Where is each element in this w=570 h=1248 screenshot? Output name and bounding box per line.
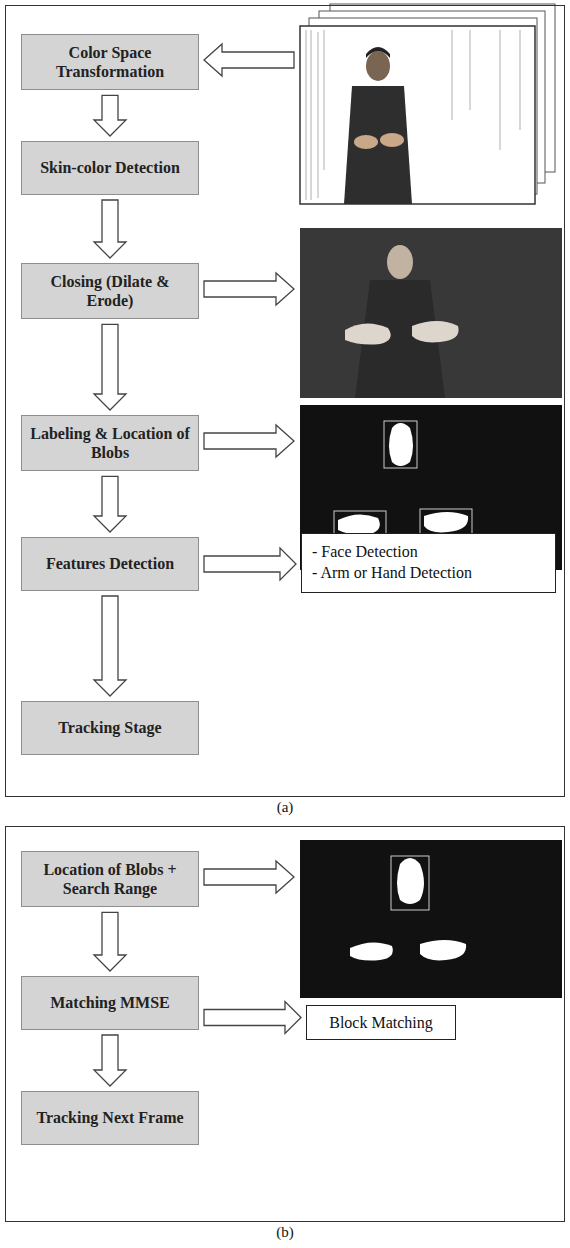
box-label: Color Space Transformation	[30, 43, 190, 81]
person-hand	[354, 135, 378, 149]
hand-blob	[338, 514, 380, 534]
panel-frame: (b)Location of Blobs + Search RangeMatch…	[5, 826, 565, 1222]
block-arrow	[204, 1002, 301, 1034]
person-hair	[366, 47, 390, 58]
feature-list-box: - Face Detection- Arm or Hand Detection	[301, 533, 556, 593]
process-box: Matching MMSE	[21, 976, 199, 1030]
image-ground	[300, 840, 562, 998]
block-arrow	[94, 1035, 126, 1086]
box-label: Closing (Dilate & Erode)	[30, 272, 190, 310]
search-box	[391, 856, 429, 910]
list-item: - Face Detection	[312, 542, 545, 563]
box-label: Tracking Stage	[58, 718, 161, 737]
blob-box	[420, 509, 472, 536]
box-label: Matching MMSE	[50, 993, 170, 1012]
process-box: Features Detection	[21, 537, 199, 591]
hollow-arrow	[204, 425, 294, 457]
hand-blob	[424, 512, 468, 532]
panel-caption: (b)	[6, 1224, 564, 1241]
box-label: Features Detection	[46, 554, 174, 573]
box-label: Block Matching	[329, 1013, 433, 1032]
person-head	[366, 51, 390, 81]
image-ground	[300, 228, 562, 398]
block-arrow	[94, 95, 126, 136]
hand-blob	[350, 942, 393, 960]
face-blob	[397, 858, 424, 904]
frame	[300, 26, 535, 204]
block-arrow	[94, 476, 126, 532]
hollow-arrow	[204, 273, 294, 305]
process-box: Color Space Transformation	[21, 34, 199, 90]
panel-frame: (a)Color Space TransformationSkin-color …	[5, 5, 565, 797]
box-label: Skin-color Detection	[40, 158, 180, 177]
frame-streaks	[306, 30, 520, 200]
person-body	[344, 86, 412, 204]
search-image	[300, 840, 562, 998]
hollow-arrow	[204, 44, 294, 76]
box-label: Tracking Next Frame	[36, 1108, 183, 1127]
hollow-arrow	[204, 861, 294, 893]
person-hand	[380, 133, 404, 147]
hand-blob	[420, 940, 466, 960]
block-arrow	[94, 200, 126, 258]
block-arrow	[94, 596, 126, 696]
note-box: Block Matching	[306, 1005, 456, 1040]
block-arrow	[94, 912, 126, 971]
hand-region	[412, 321, 459, 342]
blob-box	[384, 421, 417, 468]
process-box: Closing (Dilate & Erode)	[21, 263, 199, 319]
list-item: - Arm or Hand Detection	[312, 563, 545, 584]
block-arrow	[204, 548, 296, 580]
process-box: Labeling & Location of Blobs	[21, 415, 199, 471]
hand-region	[345, 323, 391, 344]
face-region	[387, 245, 413, 279]
face-blob	[389, 423, 413, 466]
box-label: Labeling & Location of Blobs	[30, 424, 190, 462]
picture-arrows	[204, 44, 294, 893]
box-label: Location of Blobs + Search Range	[30, 860, 190, 898]
block-arrow	[94, 324, 126, 410]
panel-caption: (a)	[6, 799, 564, 816]
video-frames	[300, 4, 555, 204]
process-box: Location of Blobs + Search Range	[21, 851, 199, 907]
process-box: Tracking Stage	[21, 701, 199, 755]
skin-image	[300, 228, 562, 398]
process-box: Tracking Next Frame	[21, 1091, 199, 1145]
process-box: Skin-color Detection	[21, 141, 199, 195]
